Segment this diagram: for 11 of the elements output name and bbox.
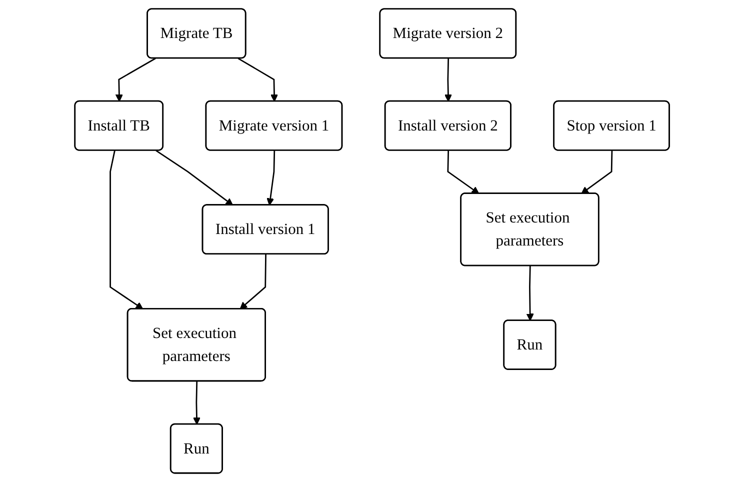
- arrow: [110, 150, 144, 310]
- arrow: [447, 150, 480, 194]
- arrow: [115, 58, 156, 102]
- arrow: [238, 58, 278, 102]
- arrow: [240, 254, 266, 310]
- arrow: [526, 266, 534, 321]
- arrow: [192, 381, 200, 425]
- arrow: [156, 150, 234, 206]
- arrow: [581, 150, 613, 194]
- arrow: [266, 150, 275, 206]
- arrow: [444, 58, 452, 102]
